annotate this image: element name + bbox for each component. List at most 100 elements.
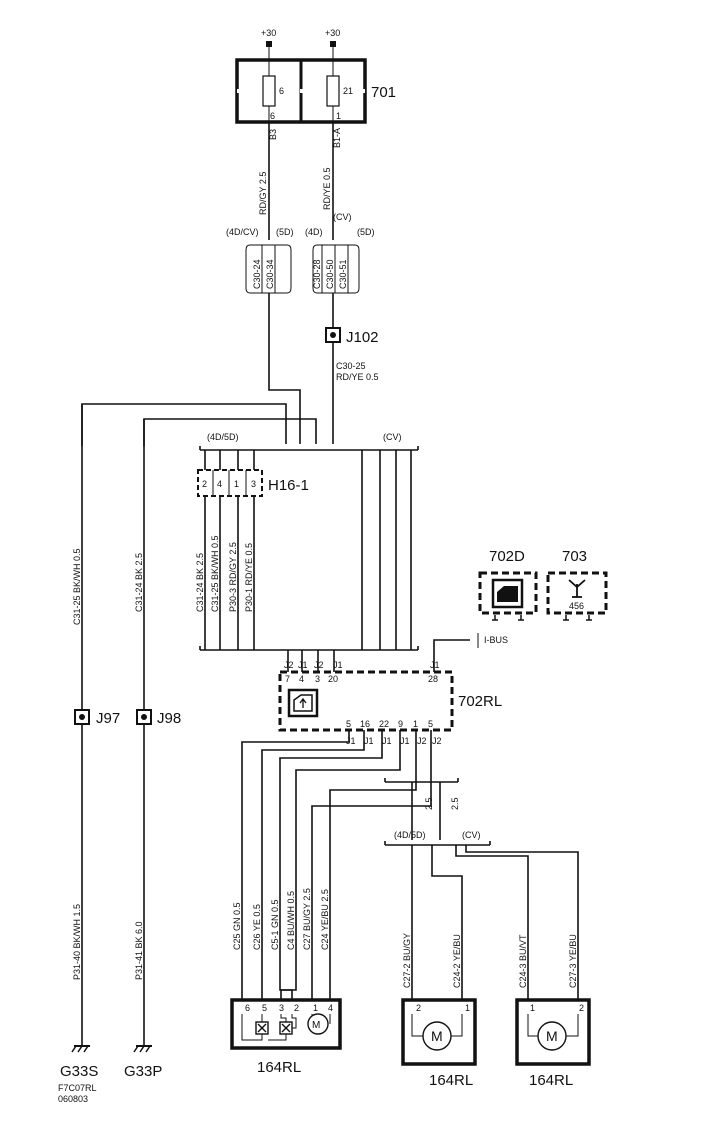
lm-pin-1: 1 <box>313 1003 318 1013</box>
wire-c24-3: C24-3 BU/VT <box>518 934 528 988</box>
m2-pin-1: 1 <box>465 1003 470 1013</box>
wire-c26: C26 YE 0.5 <box>252 904 262 950</box>
antenna-icon <box>568 579 586 598</box>
module-703: 703 456 <box>546 548 608 621</box>
motor-1-label: 164RL <box>257 1059 301 1076</box>
j97-label: J97 <box>96 710 120 727</box>
variant-4d: (4D) <box>305 227 323 237</box>
connector-group-c30: (4D/CV) (5D) (4D) (CV) (5D) C30-24 C30-3… <box>226 212 375 294</box>
lm-m-symbol: M <box>312 1020 320 1031</box>
rl-top-pin-3: 3 <box>315 674 320 684</box>
motor-164rl-right: 1 2 M 164RL <box>515 998 591 1089</box>
m3-pin-2: 2 <box>579 1003 584 1013</box>
supply-left: +30 <box>261 28 276 60</box>
wire-rd-gy-top: RD/GY 2.5 <box>258 172 268 215</box>
fusebox-701: 6 21 6 1 701 <box>235 58 396 124</box>
wire-c24: C24 YE/BU 2.5 <box>320 889 330 950</box>
j102-label: J102 <box>346 329 379 346</box>
g33s-label: G33S <box>60 1063 98 1080</box>
wire-p31-40: P31-40 BK/WH 1.5 <box>72 904 82 980</box>
h16-wire-1: C31-24 BK 2.5 <box>195 553 205 612</box>
h16-pin-2: 2 <box>202 479 207 489</box>
h16-pin-3: 3 <box>251 479 256 489</box>
h16-label: H16-1 <box>268 477 309 494</box>
wire-c27-3: C27-3 YE/BU <box>568 934 578 988</box>
rl-bot-conn-2: J1 <box>364 736 374 746</box>
bus-variant-4d5d: (4D/5D) <box>207 432 239 442</box>
connector-h16-1: 2 4 1 3 H16-1 <box>197 450 309 650</box>
fuse-21-pin: 1 <box>336 111 341 121</box>
wire-c25: C25 GN 0.5 <box>232 902 242 950</box>
wire-c27: C27 BU/GY 2.5 <box>302 888 312 950</box>
rl-top-conn-3: J2 <box>314 660 324 670</box>
module-702d-label: 702D <box>489 548 525 565</box>
lm-pin-2: 2 <box>294 1003 299 1013</box>
supply-right-label: +30 <box>325 28 340 38</box>
wire-rd-ye-top: RD/YE 0.5 <box>322 167 332 210</box>
window-module-icon <box>287 688 319 718</box>
module-702rl-label: 702RL <box>458 693 502 710</box>
lm-pin-5: 5 <box>262 1003 267 1013</box>
rl-bot-conn-6: J2 <box>432 736 442 746</box>
wire-c5-1: C5-1 GN 0.5 <box>270 899 280 950</box>
rl-top-conn-5: J1 <box>430 660 440 670</box>
conn-c30-50: C30-50 <box>325 259 335 289</box>
junction-j97: J97 <box>74 709 120 727</box>
module-703-label: 703 <box>562 548 587 565</box>
rl-bot-conn-5: J2 <box>417 736 427 746</box>
rl-bot-pin-1: 5 <box>346 719 351 729</box>
module-702rl: J2 J1 J2 J1 J1 7 4 3 20 28 702RL 5 16 22… <box>278 660 502 746</box>
m3-m-symbol: M <box>546 1028 558 1044</box>
conn-c30-28: C30-28 <box>312 259 322 289</box>
h16-wire-2: C31-25 BK/WH 0.5 <box>210 535 220 612</box>
junction-j102: J102 <box>325 327 379 346</box>
variant-5d-left: (5D) <box>276 227 294 237</box>
conn-c30-51: C30-51 <box>338 259 348 289</box>
fuse-21 <box>326 75 340 107</box>
j102-wire-spec: RD/YE 0.5 <box>336 372 379 382</box>
rl-top-pin-2: 4 <box>299 674 304 684</box>
variant-4dcv: (4D/CV) <box>226 227 259 237</box>
upper-bus: (4D/5D) (CV) <box>199 432 419 651</box>
rl-bot-conn-4: J1 <box>400 736 410 746</box>
wire-size-1: 2.5 <box>424 797 434 810</box>
m2-pin-2: 2 <box>416 1003 421 1013</box>
footer-date: 060803 <box>58 1094 88 1104</box>
lm-pin-4: 4 <box>328 1003 333 1013</box>
fuse-21-loc: B1-A <box>332 128 342 148</box>
rl-top-pin-5: 28 <box>428 674 438 684</box>
conn-c30-24: C30-24 <box>252 259 262 289</box>
g33p-label: G33P <box>124 1063 162 1080</box>
ground-g33s: G33S <box>60 1045 98 1080</box>
fuse-6-loc: B3 <box>268 129 278 140</box>
footer-code: F7C07RL <box>58 1083 97 1093</box>
wire-c24-2: C24-2 YE/BU <box>452 934 462 988</box>
ground-g33p: G33P <box>124 1045 162 1080</box>
lower-variant-4d5d: (4D/5D) <box>394 830 426 840</box>
lm-pin-3: 3 <box>279 1003 284 1013</box>
rl-bot-pin-6: 5 <box>428 719 433 729</box>
fuse-6-pin: 6 <box>270 111 275 121</box>
bus-variant-cv: (CV) <box>383 432 402 442</box>
variant-cv-top: (CV) <box>333 212 352 222</box>
motor-164rl-left: 6 5 3 2 1 4 M 164RL <box>230 998 342 1076</box>
rl-bot-pin-4: 9 <box>398 719 403 729</box>
rl-bot-pin-3: 22 <box>379 719 389 729</box>
fuse-6-num: 6 <box>279 86 284 96</box>
motor-164rl-middle: 2 1 M 164RL <box>401 998 477 1089</box>
j98-label: J98 <box>157 710 181 727</box>
rl-top-conn-4: J1 <box>333 660 343 670</box>
rl-bot-pin-5: 1 <box>413 719 418 729</box>
conn-c30-34: C30-34 <box>265 259 275 289</box>
wire-c27-2: C27-2 BU/GY <box>402 933 412 988</box>
motor-3-label: 164RL <box>529 1072 573 1089</box>
motor-2-label: 164RL <box>429 1072 473 1089</box>
h16-pin-4: 4 <box>217 479 222 489</box>
module-702d: 702D <box>478 548 538 621</box>
wire-c31-24-ground: C31-24 BK 2.5 <box>134 553 144 612</box>
fuse-6 <box>262 75 276 107</box>
rl-bot-pin-2: 16 <box>360 719 370 729</box>
wire-size-2: 2.5 <box>450 797 460 810</box>
m2-m-symbol: M <box>431 1028 443 1044</box>
